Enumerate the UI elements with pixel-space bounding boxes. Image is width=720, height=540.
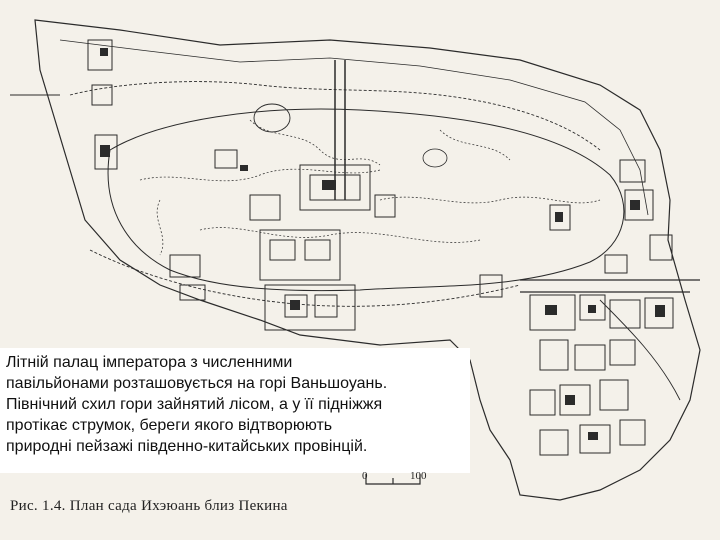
building-solid bbox=[100, 145, 110, 157]
building-solid bbox=[100, 48, 108, 56]
garden-path bbox=[156, 199, 164, 256]
garden-path bbox=[199, 227, 481, 243]
pavilion-block bbox=[549, 204, 571, 231]
pavilion-block bbox=[479, 274, 503, 298]
pavilion-block bbox=[539, 339, 569, 371]
pavilion-block bbox=[309, 174, 361, 201]
pavilion-block bbox=[529, 294, 576, 331]
pavilion-block bbox=[304, 239, 331, 261]
building-solid bbox=[565, 395, 575, 405]
caption-text: Літній палац імператора з численними пав… bbox=[6, 354, 388, 455]
pavilion-block bbox=[574, 344, 606, 371]
pavilion-block bbox=[169, 254, 201, 278]
pavilion-block bbox=[374, 194, 396, 218]
pavilion-block bbox=[599, 379, 629, 411]
caption-box bbox=[0, 348, 470, 473]
pavilion-block bbox=[649, 234, 673, 261]
pavilion-block bbox=[94, 134, 118, 170]
pavilion-block bbox=[314, 294, 338, 318]
garden-path bbox=[249, 119, 381, 166]
pavilion-block bbox=[609, 299, 641, 329]
garden-path bbox=[379, 196, 601, 204]
stream-line bbox=[69, 81, 601, 151]
pavilion-block bbox=[604, 254, 628, 274]
building-solid bbox=[545, 305, 557, 315]
pavilion-block bbox=[579, 294, 606, 321]
garden-boundary-wall bbox=[34, 19, 701, 501]
pavilion-block bbox=[284, 294, 308, 318]
building-solid bbox=[655, 305, 665, 317]
building-solid bbox=[290, 300, 300, 310]
pavilion-block bbox=[619, 159, 646, 183]
pavilion-block bbox=[259, 229, 341, 281]
building-solid bbox=[630, 200, 640, 210]
pavilion-block bbox=[624, 189, 654, 221]
pavilion-block bbox=[269, 239, 296, 261]
scale-end-label: 100 bbox=[410, 470, 427, 482]
building-solid bbox=[322, 180, 336, 190]
garden-path bbox=[439, 129, 511, 161]
pavilion-block bbox=[529, 389, 556, 416]
stream-line bbox=[89, 249, 521, 307]
pavilion-block bbox=[179, 284, 206, 301]
pavilion-block bbox=[299, 164, 371, 211]
hill-outline bbox=[107, 108, 625, 292]
inner-wall bbox=[59, 39, 649, 216]
pavilion-block bbox=[539, 429, 569, 456]
pavilion-block bbox=[264, 284, 356, 331]
building-solid bbox=[588, 432, 598, 440]
figure-caption: Рис. 1.4. План сада Ихэюань близ Пекина bbox=[10, 498, 288, 514]
pond bbox=[253, 103, 291, 133]
pond bbox=[422, 148, 448, 168]
scale-start-label: 0 bbox=[362, 470, 368, 482]
pavilion-block bbox=[559, 384, 591, 416]
building-solid bbox=[240, 165, 248, 171]
pavilion-block bbox=[249, 194, 281, 221]
pavilion-block bbox=[91, 84, 113, 106]
garden-path bbox=[139, 168, 381, 182]
scale-bar bbox=[365, 474, 421, 485]
pavilion-block bbox=[619, 419, 646, 446]
pavilion-block bbox=[609, 339, 636, 366]
pavilion-block bbox=[579, 424, 611, 454]
pavilion-block bbox=[644, 297, 674, 329]
building-solid bbox=[555, 212, 563, 222]
pavilion-block bbox=[214, 149, 238, 169]
pavilion-block bbox=[87, 39, 113, 71]
building-solid bbox=[588, 305, 596, 313]
